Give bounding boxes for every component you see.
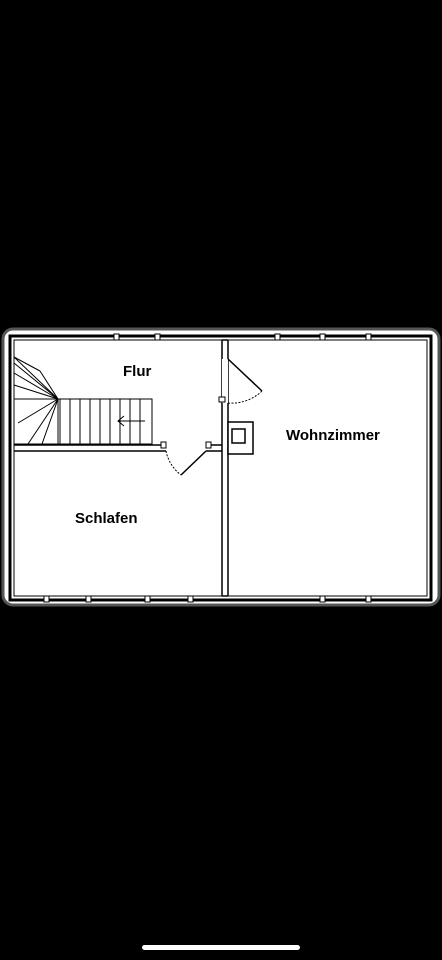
- room-label-flur: Flur: [123, 363, 152, 380]
- home-indicator[interactable]: [142, 945, 300, 950]
- floor-plan-card: Flur Wohnzimmer Schlafen: [0, 323, 442, 608]
- staircase: [13, 355, 153, 445]
- room-label-wohnzimmer: Wohnzimmer: [286, 427, 380, 444]
- exterior-walls: [8, 334, 433, 602]
- door-arc-icon: [165, 358, 263, 476]
- window-icon: [43, 333, 372, 603]
- room-label-schlafen: Schlafen: [75, 510, 138, 527]
- floor-plan-drawing: [1, 327, 441, 607]
- paper-background: [3, 329, 439, 605]
- chimney-shaft-icon: [227, 421, 254, 455]
- arrow-left-icon: [117, 415, 145, 427]
